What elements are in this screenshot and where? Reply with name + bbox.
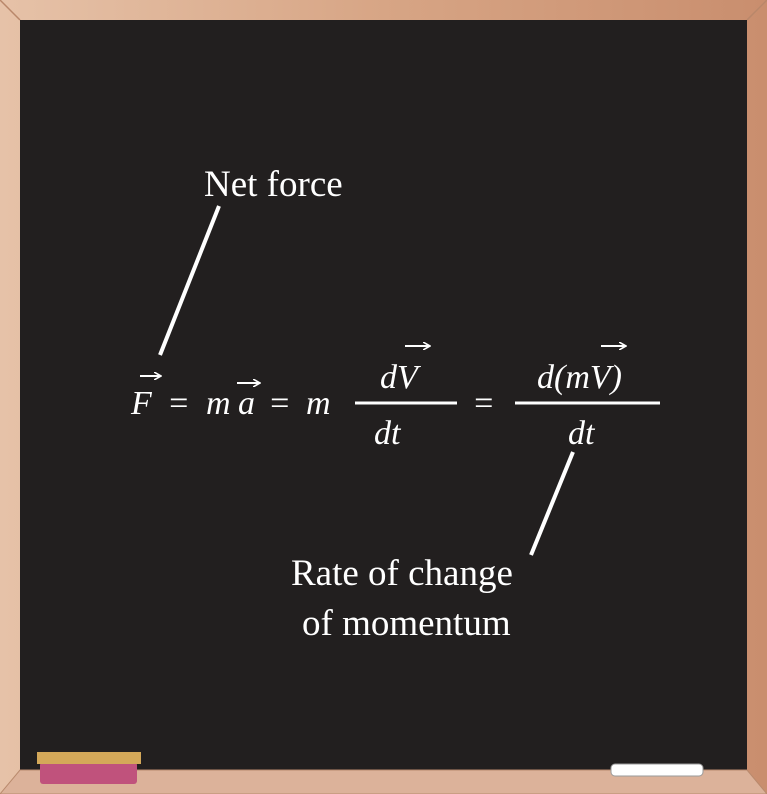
board-surface xyxy=(20,20,747,770)
equals-sign-3: = xyxy=(472,385,495,422)
chalk-tray xyxy=(0,769,767,794)
fraction-1-denominator: dt xyxy=(374,415,402,452)
of-momentum-label: of momentum xyxy=(302,603,511,644)
acceleration-symbol: a xyxy=(238,385,255,422)
eraser-top xyxy=(37,752,141,764)
eraser[interactable] xyxy=(37,752,141,784)
fraction-2-denominator: dt xyxy=(568,415,596,452)
net-force-label: Net force xyxy=(204,164,343,205)
equals-sign-1: = xyxy=(167,385,190,422)
newton-second-law-equation: F = m a = m dV dt = d(mV) dt xyxy=(130,346,660,452)
mass-symbol-2: m xyxy=(306,385,331,422)
eraser-felt xyxy=(40,762,137,784)
equals-sign-2: = xyxy=(268,385,291,422)
mass-symbol-1: m xyxy=(206,385,231,422)
frame-bevel-top-left xyxy=(0,0,21,21)
frame-bevel-top-right xyxy=(746,0,767,21)
rate-of-change-label: Rate of change xyxy=(291,553,513,594)
chalk-stick[interactable] xyxy=(610,763,704,777)
force-symbol: F xyxy=(130,385,153,422)
net-force-pointer-line xyxy=(158,205,221,356)
fraction-1-numerator: dV xyxy=(380,359,422,396)
fraction-2-numerator: d(mV) xyxy=(537,359,622,396)
momentum-pointer-line xyxy=(529,451,575,556)
